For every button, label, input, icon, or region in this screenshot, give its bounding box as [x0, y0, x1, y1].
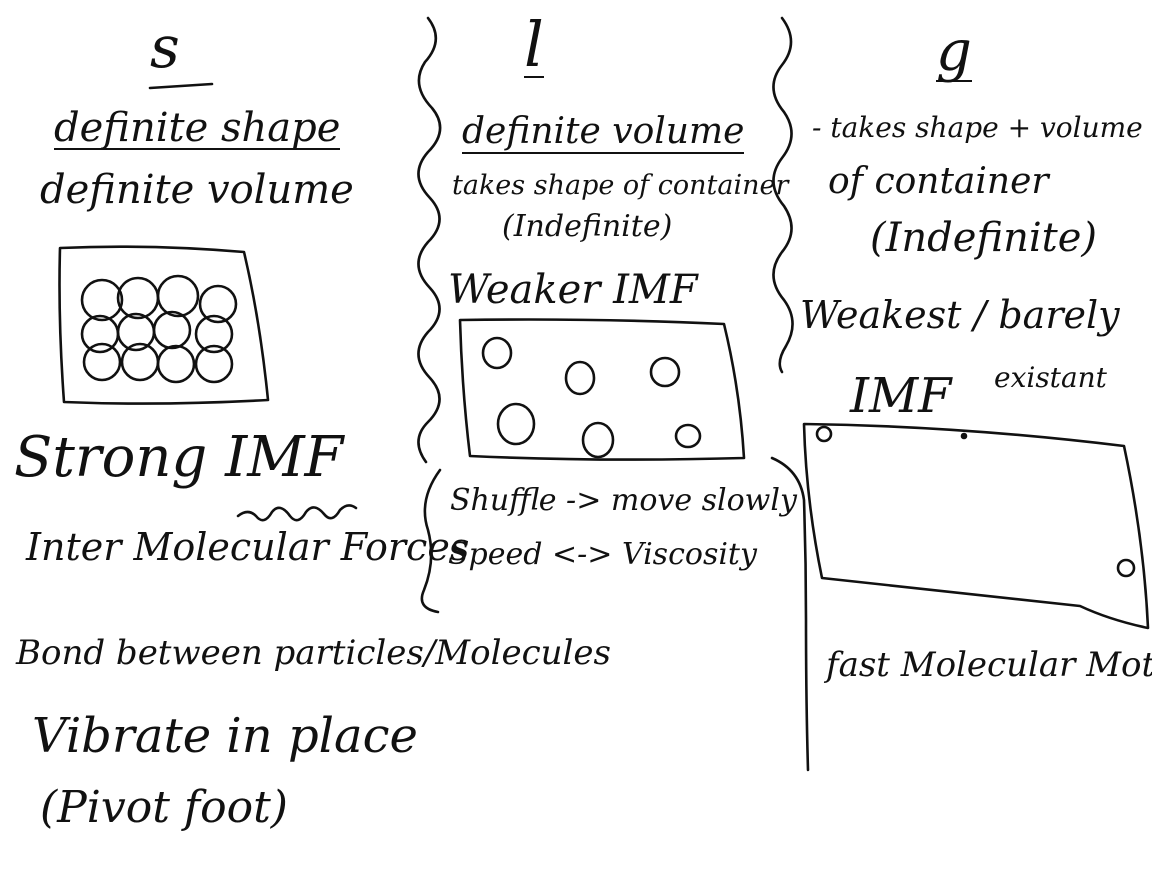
- divider-solid-liquid: [417, 16, 442, 464]
- solid-imf-definition: Inter Molecular Forces: [26, 525, 470, 569]
- gas-property-container: of container: [828, 161, 1049, 202]
- liquid-shape-indefinite: (Indefinite): [502, 209, 673, 244]
- liquid-motion: Shuffle -> move slowly: [450, 483, 797, 518]
- solid-property-volume: definite volume: [40, 167, 354, 213]
- solid-heading: s: [150, 13, 180, 81]
- solid-particles: [80, 274, 238, 384]
- liquid-container: [458, 318, 746, 461]
- divider-liquid-gas-lower: [770, 456, 810, 772]
- gas-heading: g: [936, 19, 972, 84]
- gas-shape-indefinite: (Indefinite): [870, 215, 1098, 261]
- bracket-liquid-lower-left: [420, 468, 442, 614]
- solid-heading-bar: [148, 82, 214, 90]
- squiggle-under-imf: [236, 504, 358, 522]
- gas-imf-label: IMF: [850, 368, 952, 424]
- liquid-particles: [481, 336, 702, 459]
- gas-imf-strength: Weakest / barely: [800, 293, 1120, 337]
- liquid-imf-strength: Weaker IMF: [448, 267, 698, 313]
- liquid-property-volume-text: definite volume: [462, 111, 745, 154]
- solid-imf-strength: Strong IMF: [14, 425, 344, 490]
- liquid-property-volume: definite volume: [462, 111, 745, 154]
- divider-liquid-gas: [772, 16, 794, 374]
- gas-property: - takes shape + volume: [812, 111, 1143, 144]
- solid-property-shape: definite shape: [54, 105, 341, 151]
- gas-particles: [815, 425, 1136, 578]
- solid-bond-note: Bond between particles/Molecules: [16, 633, 611, 673]
- solid-motion: Vibrate in place: [32, 708, 418, 764]
- solid-motion-example: (Pivot foot): [40, 782, 288, 833]
- liquid-property-shape: takes shape of container: [452, 170, 789, 201]
- gas-motion: fast Molecular Motion: [826, 645, 1152, 685]
- gas-container: [802, 422, 1150, 630]
- solid-container: [58, 245, 270, 405]
- gas-imf-existence: existant: [994, 361, 1107, 394]
- liquid-heading: l: [524, 8, 544, 81]
- liquid-viscosity: Speed <-> Viscosity: [448, 537, 757, 572]
